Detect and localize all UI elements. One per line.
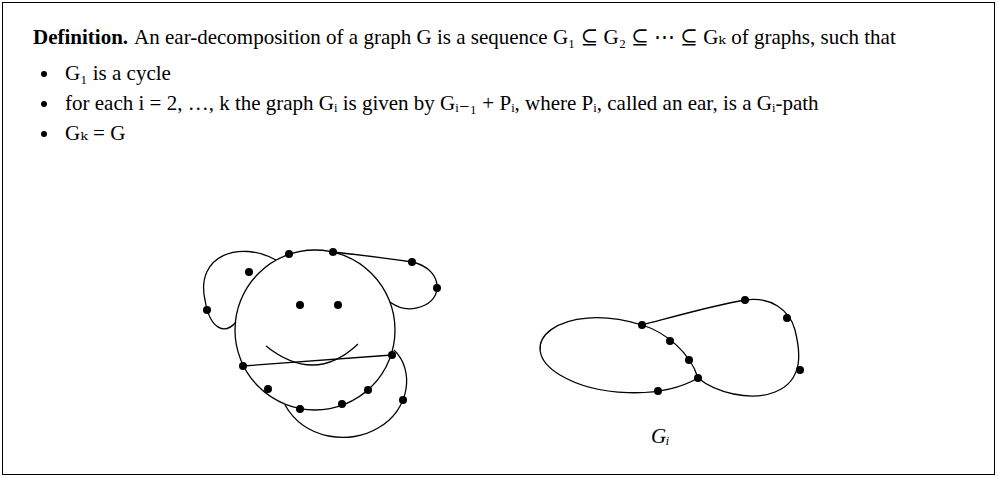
bullet-item: for each i = 2, …, k the graph Gᵢ is giv… [33,89,954,117]
cycle [235,250,395,410]
vertex [654,387,662,395]
bullet-text: Gₖ = G [65,119,125,147]
bullet [41,131,47,137]
cycle [540,318,698,393]
bullet-item: G₁ is a cycle [33,59,954,87]
definition-body: An ear-decomposition of a graph G is a s… [134,25,896,49]
definition-heading: Definition. [33,25,128,49]
vertex [338,400,346,408]
bullet-text: G₁ is a cycle [65,59,171,87]
definition-text: Definition.An ear-decomposition of a gra… [33,23,954,51]
vertex [296,301,304,309]
vertex [741,296,749,304]
graph-label: Gᵢ [651,424,670,449]
vertex [296,405,304,413]
vertex [433,284,441,292]
ear-path [642,325,698,378]
vertex [666,337,674,345]
vertex [685,356,693,364]
bullet [41,71,47,77]
vertex [285,250,293,258]
vertex [329,248,337,256]
vertex [264,385,272,393]
vertex [796,366,804,374]
vertex [239,362,247,370]
vertex [245,268,253,276]
bullet-text: for each i = 2, …, k the graph Gᵢ is giv… [65,89,819,117]
vertex [638,321,646,329]
vertex [399,396,407,404]
ear-path [333,252,437,309]
vertex [334,301,342,309]
ear-path [285,350,407,437]
bullet [41,101,47,107]
mouth [266,344,358,365]
vertex [388,351,396,359]
vertex [203,306,211,314]
bullet-item: Gₖ = G [33,119,954,147]
ear-path [204,251,276,328]
ear-path [642,299,799,396]
vertex [783,314,791,322]
vertex [364,386,372,394]
vertex [694,374,702,382]
vertex [408,258,416,266]
